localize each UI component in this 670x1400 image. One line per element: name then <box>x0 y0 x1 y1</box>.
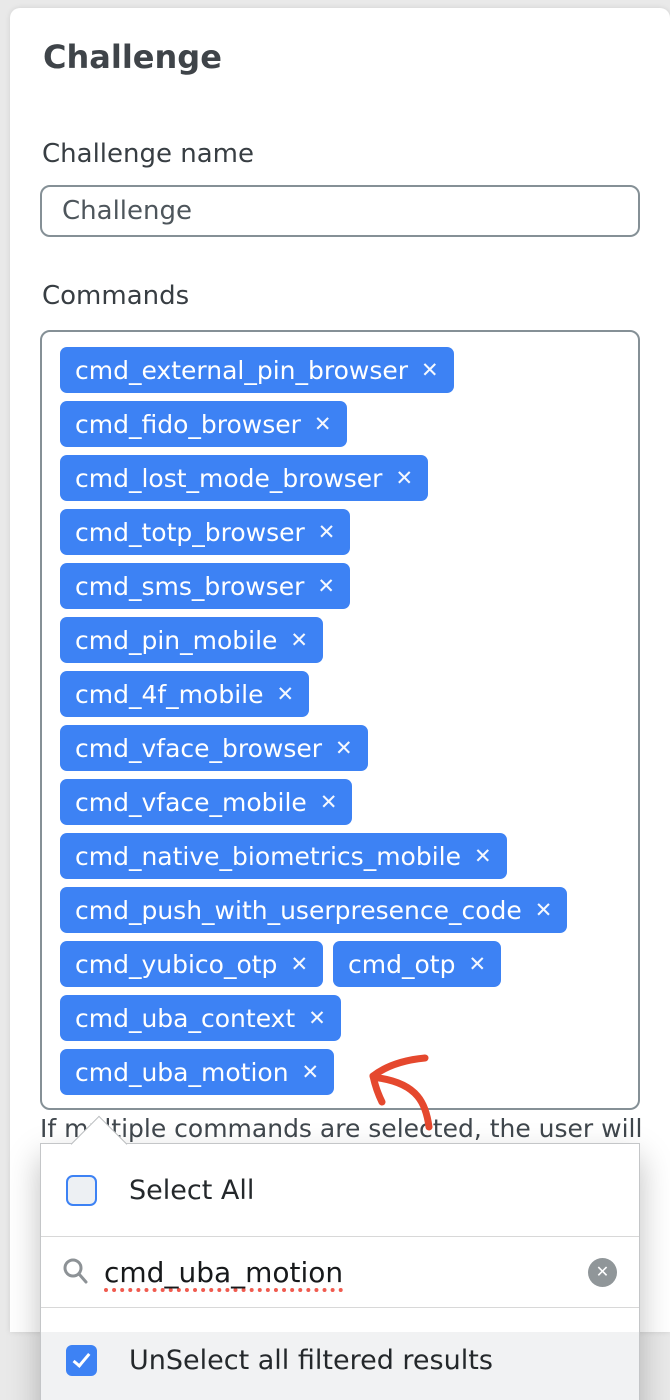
command-tag[interactable]: cmd_push_with_userpresence_code ✕ <box>60 887 568 933</box>
command-tag-label: cmd_external_pin_browser <box>75 355 409 385</box>
tag-row: cmd_native_biometrics_mobile ✕ <box>60 833 624 879</box>
select-all-option[interactable]: Select All <box>41 1144 639 1236</box>
command-tag-label: cmd_native_biometrics_mobile <box>75 841 461 871</box>
command-tag-label: cmd_uba_context <box>75 1003 296 1033</box>
dropdown-results-section: UnSelect all filtered results <box>41 1332 639 1400</box>
clear-icon: ✕ <box>595 1262 610 1281</box>
command-tag-label: cmd_otp <box>348 949 456 979</box>
challenge-name-input[interactable] <box>42 187 638 235</box>
unselect-filtered-option[interactable]: UnSelect all filtered results <box>41 1338 639 1382</box>
command-tag-label: cmd_4f_mobile <box>75 679 264 709</box>
challenge-name-label: Challenge name <box>42 139 254 169</box>
clear-search-button[interactable]: ✕ <box>588 1257 617 1287</box>
command-tag[interactable]: cmd_vface_browser ✕ <box>60 725 368 771</box>
red-annotation-arrow <box>369 1054 433 1131</box>
divider <box>41 1236 639 1237</box>
remove-tag-icon[interactable]: ✕ <box>319 789 338 814</box>
command-tag[interactable]: cmd_uba_motion ✕ <box>60 1049 335 1095</box>
remove-tag-icon[interactable]: ✕ <box>290 627 309 652</box>
remove-tag-icon[interactable]: ✕ <box>313 411 332 436</box>
command-tag-label: cmd_fido_browser <box>75 409 301 439</box>
command-tag[interactable]: cmd_external_pin_browser ✕ <box>60 347 454 393</box>
tag-row: cmd_vface_browser ✕ <box>60 725 624 771</box>
command-tag[interactable]: cmd_lost_mode_browser ✕ <box>60 455 429 501</box>
command-tag[interactable]: cmd_otp ✕ <box>333 941 502 987</box>
command-tag[interactable]: cmd_pin_mobile ✕ <box>60 617 324 663</box>
command-tag-label: cmd_vface_browser <box>75 733 323 763</box>
remove-tag-icon[interactable]: ✕ <box>276 681 295 706</box>
commands-multiselect[interactable]: cmd_external_pin_browser✕cmd_fido_browse… <box>40 330 640 1110</box>
unselect-filtered-label: UnSelect all filtered results <box>129 1344 493 1376</box>
tag-row: cmd_pin_mobile ✕ <box>60 617 624 663</box>
command-tag[interactable]: cmd_uba_context ✕ <box>60 995 341 1041</box>
command-tag[interactable]: cmd_totp_browser ✕ <box>60 509 351 555</box>
select-all-label: Select All <box>129 1174 255 1206</box>
remove-tag-icon[interactable]: ✕ <box>395 465 414 490</box>
divider <box>41 1307 639 1308</box>
remove-tag-icon[interactable]: ✕ <box>317 573 336 598</box>
command-tag-label: cmd_uba_motion <box>75 1057 289 1087</box>
remove-tag-icon[interactable]: ✕ <box>301 1059 320 1084</box>
commands-label: Commands <box>42 281 190 311</box>
tag-row: cmd_lost_mode_browser ✕ <box>60 455 624 501</box>
remove-tag-icon[interactable]: ✕ <box>534 897 553 922</box>
tag-row: cmd_uba_motion ✕ <box>60 1049 624 1095</box>
tag-row: cmd_vface_mobile ✕ <box>60 779 624 825</box>
command-tag[interactable]: cmd_vface_mobile ✕ <box>60 779 353 825</box>
command-tag-label: cmd_sms_browser <box>75 571 305 601</box>
page-title: Challenge <box>43 38 222 76</box>
command-tag[interactable]: cmd_fido_browser ✕ <box>60 401 347 447</box>
remove-tag-icon[interactable]: ✕ <box>421 357 439 382</box>
remove-tag-icon[interactable]: ✕ <box>290 951 309 976</box>
command-tag[interactable]: cmd_native_biometrics_mobile ✕ <box>60 833 507 879</box>
remove-tag-icon[interactable]: ✕ <box>317 519 336 544</box>
select-all-checkbox[interactable] <box>66 1174 97 1206</box>
remove-tag-icon[interactable]: ✕ <box>308 1005 326 1030</box>
command-tag-label: cmd_push_with_userpresence_code <box>75 895 522 925</box>
tag-row: cmd_totp_browser ✕ <box>60 509 624 555</box>
command-tag[interactable]: cmd_yubico_otp ✕ <box>60 941 324 987</box>
command-tag[interactable]: cmd_sms_browser ✕ <box>60 563 351 609</box>
tag-row: cmd_fido_browser ✕ <box>60 401 624 447</box>
search-input[interactable]: cmd_uba_motion <box>104 1255 344 1289</box>
search-icon <box>63 1258 88 1284</box>
command-tag-label: cmd_pin_mobile <box>75 625 278 655</box>
checkmark-icon <box>72 1348 91 1368</box>
dropdown-search-row: cmd_uba_motion ✕ <box>41 1237 639 1307</box>
tag-row: cmd_push_with_userpresence_code ✕ <box>60 887 624 933</box>
commands-helper-text: If multiple commands are selected, the u… <box>40 1114 643 1143</box>
remove-tag-icon[interactable]: ✕ <box>335 735 353 760</box>
tag-row: cmd_external_pin_browser ✕ <box>60 347 624 393</box>
remove-tag-icon[interactable]: ✕ <box>474 843 492 868</box>
command-tag-label: cmd_vface_mobile <box>75 787 307 817</box>
command-tag-label: cmd_yubico_otp <box>75 949 278 979</box>
tag-row: cmd_sms_browser ✕ <box>60 563 624 609</box>
remove-tag-icon[interactable]: ✕ <box>468 951 487 976</box>
challenge-form-card: Challenge Challenge name Commands cmd_ex… <box>10 8 670 1332</box>
tag-row: cmd_4f_mobile ✕ <box>60 671 624 717</box>
tag-row: cmd_uba_context ✕ <box>60 995 624 1041</box>
command-tag-label: cmd_totp_browser <box>75 517 305 547</box>
unselect-filtered-checkbox[interactable] <box>66 1344 97 1376</box>
command-tag[interactable]: cmd_4f_mobile ✕ <box>60 671 310 717</box>
challenge-name-field[interactable] <box>40 185 640 237</box>
command-tag-label: cmd_lost_mode_browser <box>75 463 383 493</box>
commands-dropdown: Select All cmd_uba_motion ✕ UnSelect all… <box>40 1115 640 1400</box>
tag-row: cmd_yubico_otp ✕ cmd_otp ✕ <box>60 941 624 987</box>
